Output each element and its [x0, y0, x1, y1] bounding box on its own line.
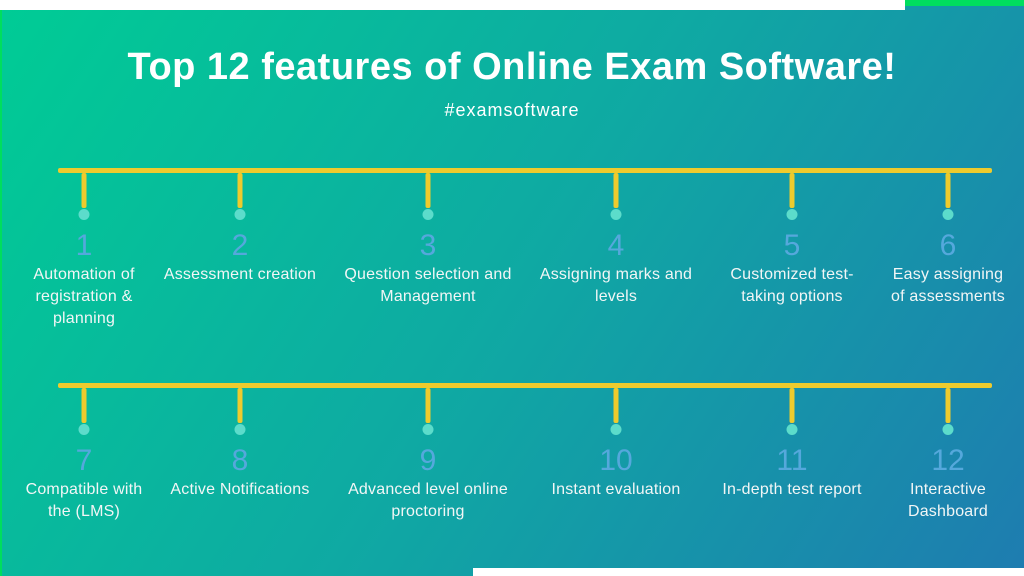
milestone-dot — [422, 424, 434, 435]
item-number: 10 — [599, 444, 633, 477]
milestone-dot — [234, 209, 246, 220]
milestone-dot — [78, 424, 90, 435]
item-label: Assigning marks and levels — [539, 266, 693, 305]
timeline-line — [58, 168, 992, 173]
milestone-dot — [234, 424, 246, 435]
accent-green-strip-left — [0, 10, 2, 576]
milestone-dot — [942, 209, 954, 220]
milestone-dot — [942, 424, 954, 435]
tick-line — [81, 173, 87, 208]
hashtag-subtitle: #examsoftware — [444, 100, 580, 120]
tick-line — [425, 388, 431, 423]
item-label: In-depth test report — [722, 481, 862, 498]
tick-line — [425, 173, 431, 208]
item-number: 4 — [607, 229, 625, 262]
tick-line — [945, 388, 951, 423]
item-number: 9 — [419, 444, 437, 477]
item-number: 11 — [776, 444, 808, 477]
tick-line — [945, 173, 951, 208]
milestone-dot — [786, 209, 798, 220]
tick-line — [789, 388, 795, 423]
page-title: Top 12 features of Online Exam Software! — [127, 46, 897, 88]
item-number: 8 — [231, 444, 249, 477]
item-label: Active Notifications — [170, 481, 310, 498]
item-label: Advanced level online proctoring — [348, 481, 508, 520]
item-number: 7 — [75, 444, 93, 477]
item-number: 3 — [419, 229, 437, 262]
tick-line — [789, 173, 795, 208]
item-number: 5 — [783, 229, 801, 262]
timeline-line — [58, 383, 992, 388]
timeline-row-2: 7 Compatible with the (LMS) 8 Active Not… — [0, 383, 1024, 576]
milestone-dot — [786, 424, 798, 435]
item-number: 2 — [231, 229, 249, 262]
timeline-row-1: 1 Automation of registration & planning … — [0, 168, 1024, 383]
white-margin-bottom — [473, 568, 1024, 576]
item-label: Interactive Dashboard — [907, 481, 989, 520]
gradient-background — [2, 6, 1024, 576]
milestone-dot — [610, 209, 622, 220]
item-label: Customized test- taking options — [730, 266, 854, 305]
item-number: 6 — [939, 229, 957, 262]
item-label: Automation of registration & planning — [33, 266, 135, 327]
item-label: Compatible with the (LMS) — [25, 481, 143, 520]
white-margin-top — [0, 0, 905, 10]
tick-line — [613, 173, 619, 208]
tick-line — [237, 173, 243, 208]
item-label: Question selection and Management — [344, 266, 512, 305]
tick-line — [613, 388, 619, 423]
item-label: Easy assigning of assessments — [891, 266, 1005, 305]
item-label: Assessment creation — [163, 266, 317, 283]
milestone-dot — [422, 209, 434, 220]
item-number: 12 — [931, 444, 965, 477]
item-label: Instant evaluation — [551, 481, 681, 498]
tick-line — [81, 388, 87, 423]
milestone-dot — [78, 209, 90, 220]
accent-green-strip-top — [905, 0, 1024, 6]
tick-line — [237, 388, 243, 423]
item-number: 1 — [75, 229, 93, 262]
milestone-dot — [610, 424, 622, 435]
